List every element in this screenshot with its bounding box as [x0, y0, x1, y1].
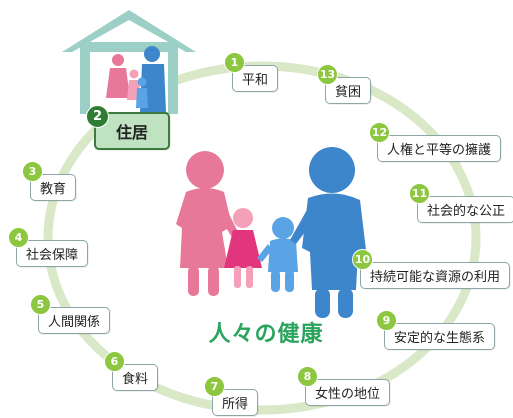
- item-poverty: 13 貧困: [317, 64, 372, 104]
- item-label: 持続可能な資源の利用: [360, 261, 511, 289]
- item-label: 教育: [30, 173, 77, 201]
- item-number: 9: [376, 310, 397, 331]
- item-label: 社会保障: [16, 239, 89, 267]
- item-womens-status: 8 女性の地位: [297, 366, 391, 406]
- item-education: 3 教育: [22, 161, 77, 201]
- item-peace: 1 平和: [224, 52, 279, 92]
- item-label: 社会的な公正: [417, 195, 513, 223]
- item-human-relations: 5 人間関係: [30, 294, 111, 334]
- item-label: 女性の地位: [305, 378, 391, 406]
- item-human-rights: 12 人権と平等の擁護: [369, 122, 502, 162]
- adult-male-figure: [290, 147, 366, 318]
- family-illustration: [176, 147, 366, 318]
- item-number: 13: [317, 64, 338, 85]
- item-label: 平和: [232, 64, 279, 92]
- item-number: 1: [224, 52, 245, 73]
- item-income: 7 所得: [204, 376, 259, 416]
- item-social-justice: 11 社会的な公正: [409, 183, 513, 223]
- item-label: 食料: [112, 363, 159, 391]
- item-number: 8: [297, 366, 318, 387]
- item-social-security: 4 社会保障: [8, 227, 89, 267]
- adult-female-figure: [176, 151, 238, 296]
- item-stable-ecosystem: 9 安定的な生態系: [376, 310, 496, 350]
- item-food: 6 食料: [104, 351, 159, 391]
- center-label: 人々の健康: [208, 322, 324, 347]
- girl-figure: [224, 208, 262, 288]
- item-number: 5: [30, 294, 51, 315]
- item-label: 人権と平等の擁護: [377, 134, 502, 162]
- item-number: 6: [104, 351, 125, 372]
- boy-figure: [257, 217, 298, 292]
- item-number: 12: [369, 122, 390, 143]
- item-number: 4: [8, 227, 29, 248]
- item-number: 7: [204, 376, 225, 397]
- item-label: 安定的な生態系: [384, 322, 496, 350]
- item-sustainable-resources: 10 持続可能な資源の利用: [352, 249, 511, 289]
- item-number: 10: [352, 249, 373, 270]
- item-label: 人間関係: [38, 306, 111, 334]
- item-number: 3: [22, 161, 43, 182]
- item-housing: 2 住居: [86, 105, 171, 150]
- item-number: 2: [86, 105, 109, 128]
- house-icon: [62, 10, 196, 114]
- item-number: 11: [409, 183, 430, 204]
